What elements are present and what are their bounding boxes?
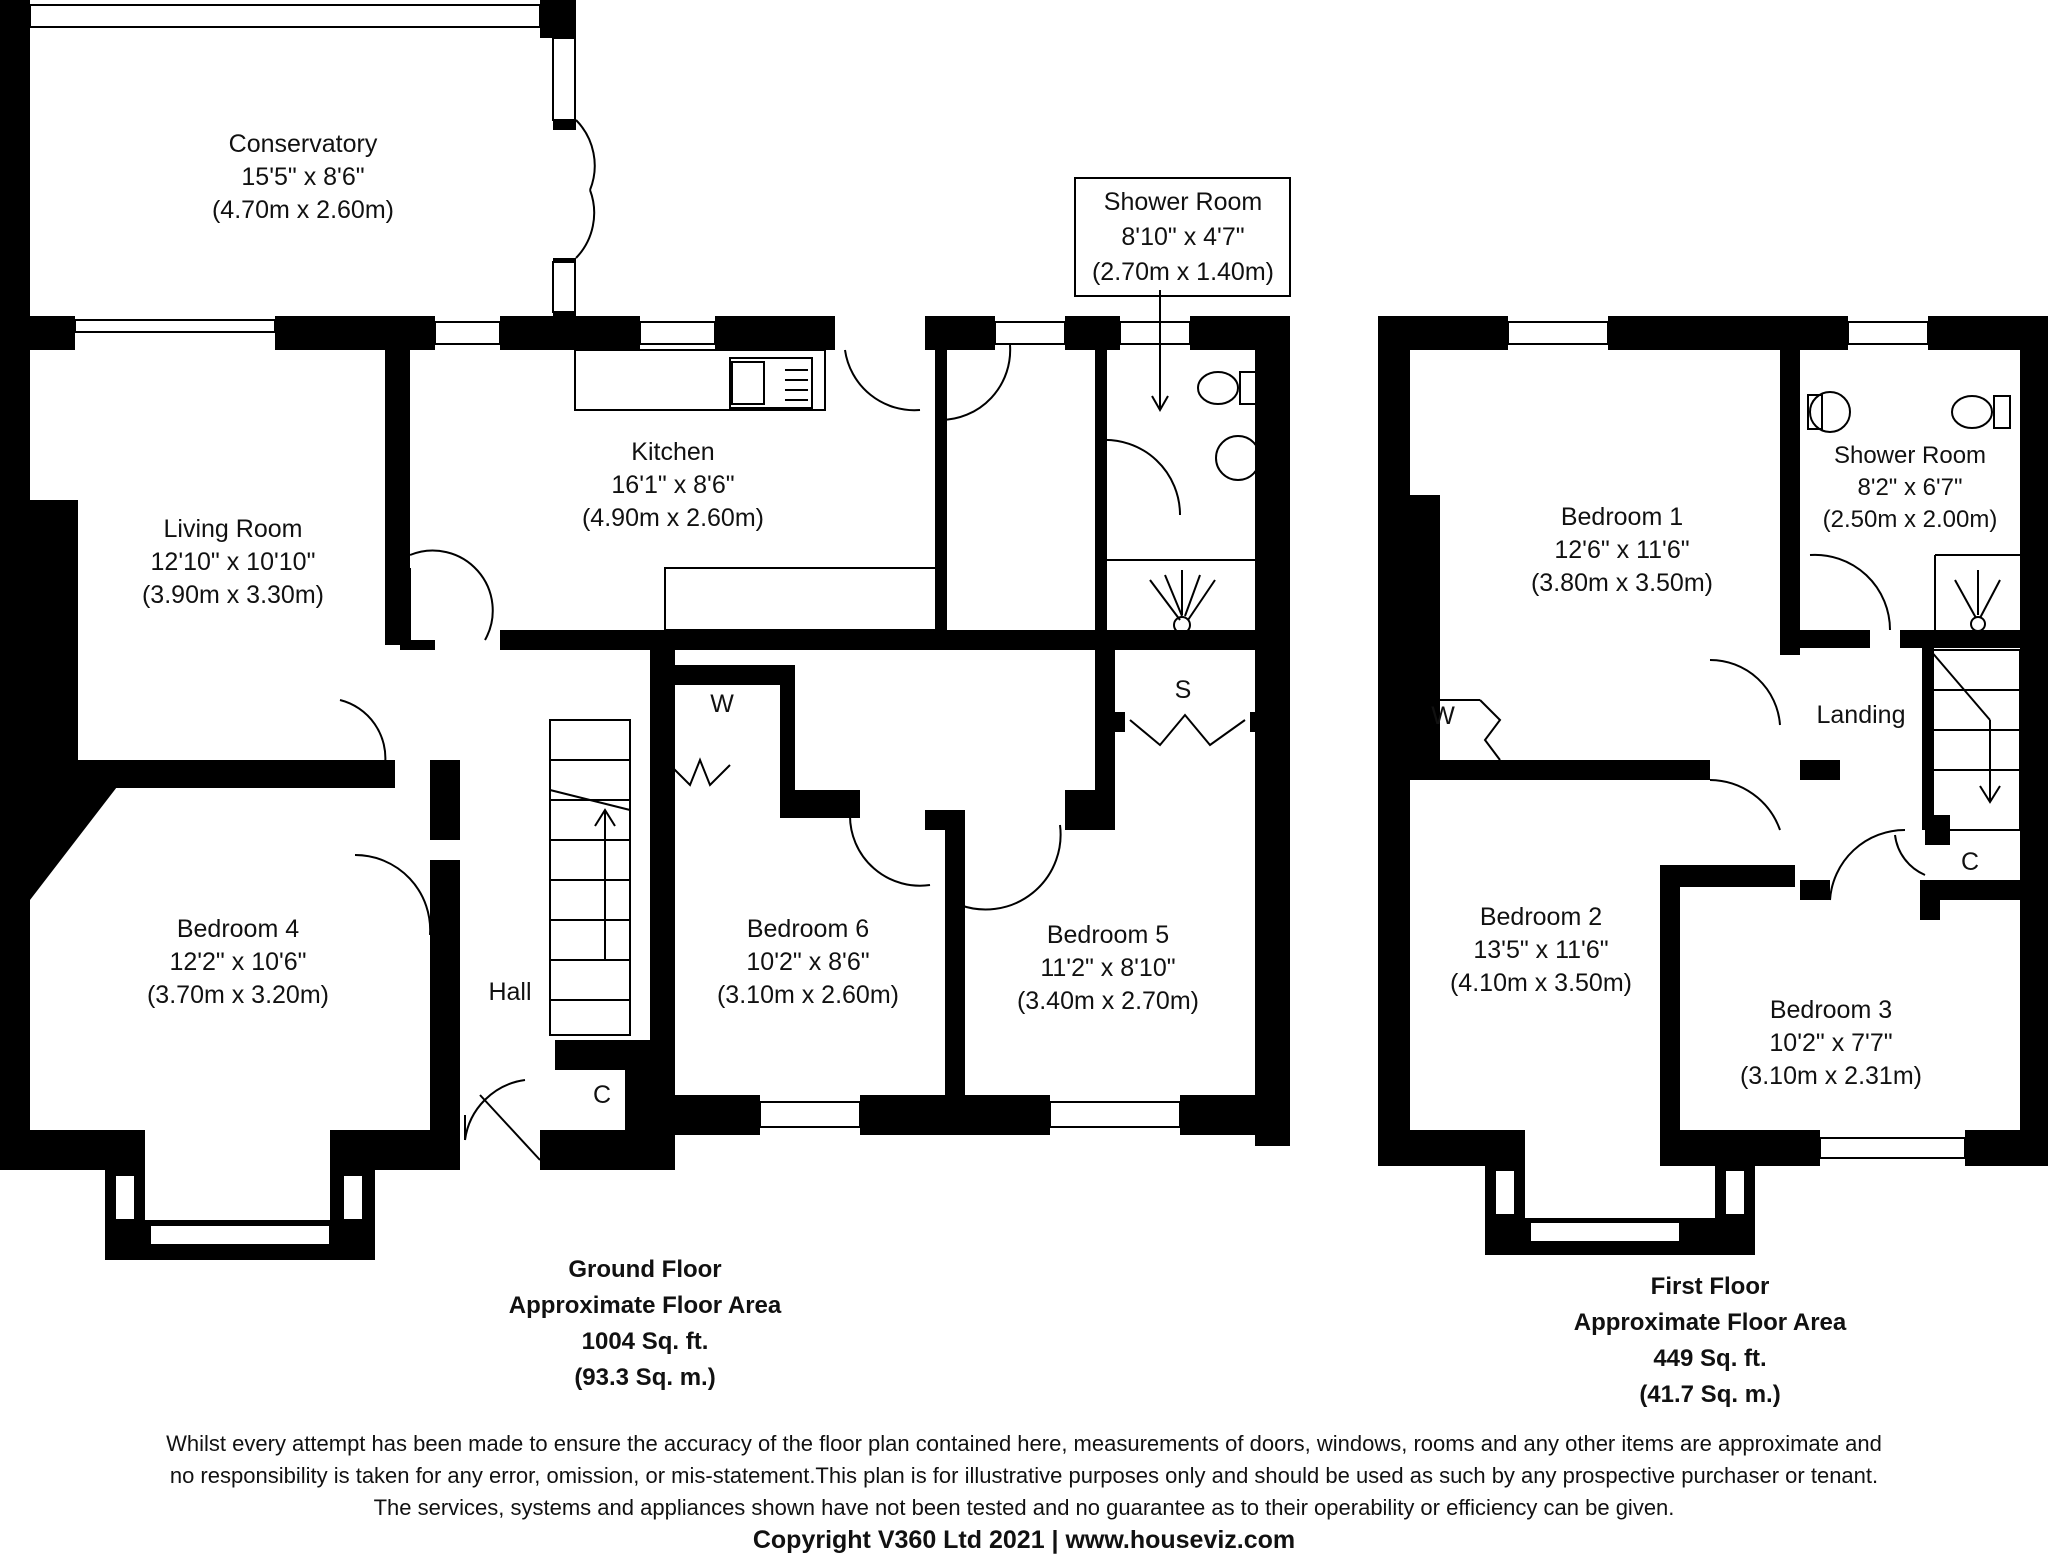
first-floor-title: First Floor — [1650, 1273, 1770, 1300]
wardrobe-label-gf: W — [710, 690, 734, 718]
conservatory-metric: (4.70m x 2.60m) — [212, 196, 394, 224]
bedroom1-imperial: 12'6" x 11'6" — [1554, 536, 1689, 564]
shower-room-ff-metric: (2.50m x 2.00m) — [1823, 506, 1998, 533]
bedroom1-metric: (3.80m x 3.50m) — [1531, 569, 1713, 597]
ground-floor-fittings — [339, 119, 1291, 1161]
bedroom6-metric: (3.10m x 2.60m) — [717, 981, 899, 1009]
wardrobe-label-ff: W — [1431, 702, 1455, 730]
store-label: S — [1175, 676, 1192, 704]
bedroom2-metric: (4.10m x 3.50m) — [1450, 969, 1632, 997]
bedroom2-imperial: 13'5" x 11'6" — [1473, 936, 1608, 964]
ground-floor-caption: Ground Floor Approximate Floor Area 1004… — [445, 1252, 845, 1396]
kitchen-imperial: 16'1" x 8'6" — [611, 471, 734, 499]
ground-floor-sqft: 1004 Sq. ft. — [581, 1328, 709, 1355]
kitchen-metric: (4.90m x 2.60m) — [582, 504, 764, 532]
room-label-bedroom-6: Bedroom 6 10'2" x 8'6" (3.10m x 2.60m) — [717, 915, 899, 1009]
bedroom6-name: Bedroom 6 — [747, 915, 869, 943]
disclaimer-line-1: Whilst every attempt has been made to en… — [166, 1431, 1882, 1456]
bedroom3-name: Bedroom 3 — [1770, 996, 1892, 1024]
living-room-imperial: 12'10" x 10'10" — [151, 548, 316, 576]
conservatory-name: Conservatory — [229, 130, 378, 158]
shower-room-gf-name: Shower Room — [1104, 188, 1262, 216]
room-label-shower-room-ground: Shower Room 8'10" x 4'7" (2.70m x 1.40m) — [1092, 188, 1274, 286]
ground-floor-title: Ground Floor — [568, 1256, 722, 1283]
bedroom3-imperial: 10'2" x 7'7" — [1769, 1029, 1892, 1057]
bedroom3-metric: (3.10m x 2.31m) — [1740, 1062, 1922, 1090]
cupboard-label-ff: C — [1961, 848, 1979, 876]
first-floor-sqft: 449 Sq. ft. — [1653, 1345, 1767, 1372]
room-label-bedroom-3: Bedroom 3 10'2" x 7'7" (3.10m x 2.31m) — [1740, 996, 1922, 1090]
cupboard-label-gf: C — [593, 1081, 611, 1109]
room-label-shower-room-first: Shower Room 8'2" x 6'7" (2.50m x 2.00m) — [1823, 442, 1998, 533]
disclaimer-line-2: no responsibility is taken for any error… — [169, 1463, 1879, 1488]
first-floor-subtitle: Approximate Floor Area — [1573, 1309, 1847, 1336]
bedroom5-name: Bedroom 5 — [1047, 921, 1169, 949]
living-room-metric: (3.90m x 3.30m) — [142, 581, 324, 609]
living-room-name: Living Room — [164, 515, 303, 543]
shower-room-ff-imperial: 8'2" x 6'7" — [1858, 474, 1963, 501]
bedroom4-metric: (3.70m x 3.20m) — [147, 981, 329, 1009]
shower-room-gf-metric: (2.70m x 1.40m) — [1092, 258, 1274, 286]
first-floor-caption: First Floor Approximate Floor Area 449 S… — [1510, 1269, 1910, 1413]
room-label-conservatory: Conservatory 15'5" x 8'6" (4.70m x 2.60m… — [212, 130, 394, 224]
disclaimer: Whilst every attempt has been made to en… — [40, 1428, 2008, 1524]
landing-name: Landing — [1817, 701, 1906, 729]
first-floor-fittings — [1440, 391, 2021, 901]
hall-name: Hall — [488, 978, 531, 1006]
room-label-living-room: Living Room 12'10" x 10'10" (3.90m x 3.3… — [142, 515, 324, 609]
ground-floor-walls — [0, 0, 1290, 1260]
bedroom5-metric: (3.40m x 2.70m) — [1017, 987, 1199, 1015]
bedroom5-imperial: 11'2" x 8'10" — [1040, 954, 1175, 982]
room-label-bedroom-1: Bedroom 1 12'6" x 11'6" (3.80m x 3.50m) — [1531, 503, 1713, 597]
copyright: Copyright V360 Ltd 2021 | www.houseviz.c… — [752, 1526, 1296, 1554]
bedroom2-name: Bedroom 2 — [1480, 903, 1602, 931]
bedroom4-name: Bedroom 4 — [177, 915, 299, 943]
shower-room-gf-imperial: 8'10" x 4'7" — [1121, 223, 1244, 251]
room-label-bedroom-4: Bedroom 4 12'2" x 10'6" (3.70m x 3.20m) — [147, 915, 329, 1009]
shower-room-ff-name: Shower Room — [1834, 442, 1986, 469]
room-label-bedroom-2: Bedroom 2 13'5" x 11'6" (4.10m x 3.50m) — [1450, 903, 1632, 997]
bedroom4-imperial: 12'2" x 10'6" — [169, 948, 306, 976]
room-label-kitchen: Kitchen 16'1" x 8'6" (4.90m x 2.60m) — [582, 438, 764, 532]
bedroom1-name: Bedroom 1 — [1561, 503, 1683, 531]
kitchen-name: Kitchen — [631, 438, 714, 466]
room-label-bedroom-5: Bedroom 5 11'2" x 8'10" (3.40m x 2.70m) — [1017, 921, 1199, 1015]
bedroom6-imperial: 10'2" x 8'6" — [746, 948, 869, 976]
ground-floor-sqm: (93.3 Sq. m.) — [574, 1364, 716, 1391]
ground-floor-subtitle: Approximate Floor Area — [508, 1292, 782, 1319]
first-floor-sqm: (41.7 Sq. m.) — [1639, 1381, 1781, 1408]
disclaimer-line-3: The services, systems and appliances sho… — [373, 1495, 1675, 1520]
conservatory-imperial: 15'5" x 8'6" — [241, 163, 364, 191]
